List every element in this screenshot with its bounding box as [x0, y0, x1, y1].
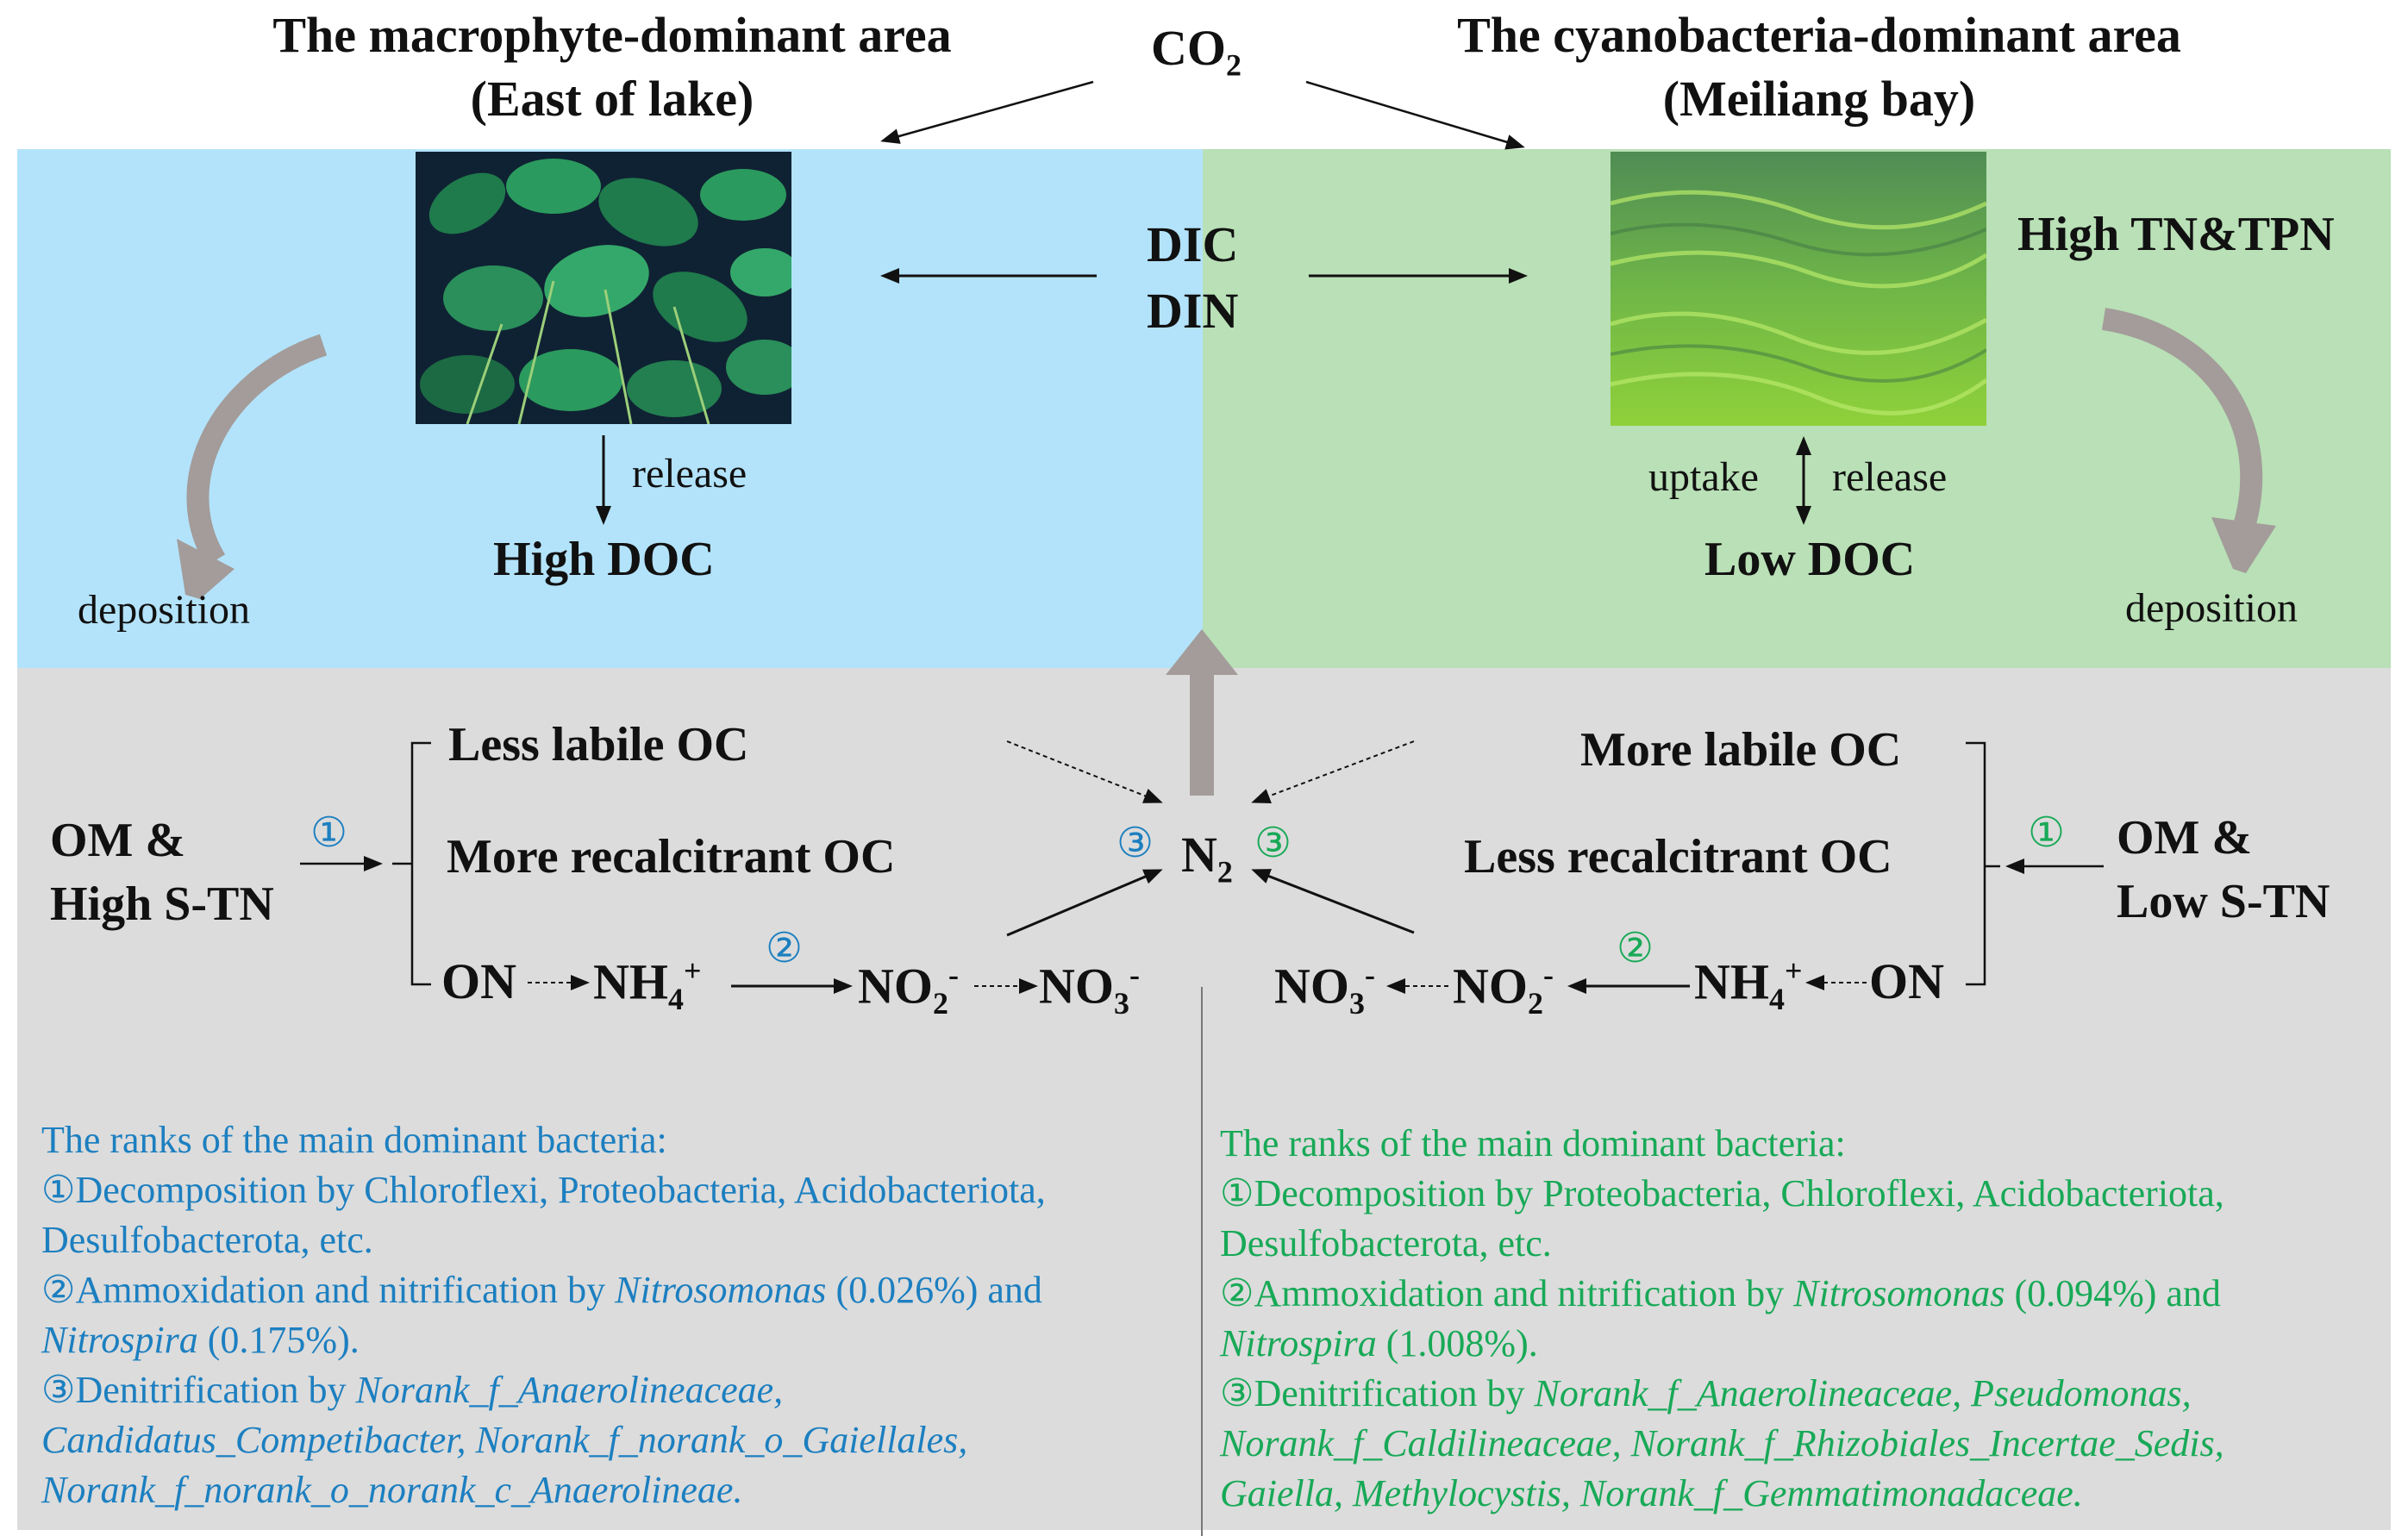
left-bacteria-panel: The ranks of the main dominant bacteria:…	[41, 1115, 1046, 1515]
right-panel-heading: The ranks of the main dominant bacteria:	[1220, 1122, 1846, 1164]
more-recalcitrant-oc-label: More recalcitrant OC	[447, 830, 896, 884]
co2-right-arrow	[1305, 80, 1525, 150]
high-tn-tpn-label: High TN&TPN	[2017, 208, 2335, 261]
labile-to-n2-right	[1251, 740, 1415, 804]
co2-label: CO2	[1151, 20, 1242, 83]
left-no2-label: NO2-	[858, 958, 959, 1021]
right-step2-marker: ②	[1617, 926, 1654, 971]
macrophyte-title-line2: (East of lake)	[470, 71, 754, 127]
right-deposition-label: deposition	[2125, 585, 2298, 631]
uptake-label: uptake	[1648, 454, 1759, 500]
cyanobacteria-area-title: The cyanobacteria-dominant area (Meilian…	[1397, 3, 2242, 131]
left-deposition-label: deposition	[78, 587, 250, 633]
cyanobacteria-photo	[1611, 152, 1986, 426]
macrophyte-title-line1: The macrophyte-dominant area	[272, 7, 952, 63]
right-release-label: release	[1832, 454, 1948, 500]
less-labile-oc-label: Less labile OC	[448, 718, 749, 771]
right-bacteria-panel: The ranks of the main dominant bacteria:…	[1220, 1119, 2224, 1519]
cyanobacteria-title-line2: (Meiliang bay)	[1662, 71, 1976, 127]
left-release-label: release	[632, 451, 747, 496]
left-on-label: ON	[441, 953, 516, 1009]
labile-to-n2-left	[1006, 740, 1163, 803]
right-on-label: ON	[1869, 953, 1944, 1009]
right-bracket	[1966, 741, 1986, 986]
right-no2-label: NO2-	[1453, 958, 1554, 1021]
left-panel-heading: The ranks of the main dominant bacteria:	[41, 1119, 667, 1161]
n2-label: N2	[1181, 827, 1233, 890]
left-nh4-label: NH4+	[593, 953, 702, 1016]
right-nh4-label: NH4+	[1694, 953, 1803, 1016]
dic-label: DIC	[1147, 216, 1239, 272]
macrophyte-photo	[416, 152, 791, 424]
left-bracket	[410, 741, 431, 986]
n2-step3-left-marker: ③	[1116, 821, 1154, 866]
n2-step3-right-marker: ③	[1254, 821, 1292, 866]
left-om-label: OM & High S-TN	[50, 814, 274, 931]
left-step2-marker: ②	[766, 926, 804, 971]
right-no3-label: NO3-	[1274, 958, 1375, 1021]
left-step1-marker: ①	[310, 810, 348, 856]
no3-to-n2-left	[1006, 869, 1163, 937]
din-label: DIN	[1147, 283, 1239, 339]
n2-upward-arrow	[1190, 675, 1214, 796]
deposition-arrow-left	[186, 334, 328, 566]
macrophyte-area-title: The macrophyte-dominant area (East of la…	[198, 3, 1026, 131]
right-om-label: OM & Low S-TN	[2117, 811, 2330, 928]
left-no3-label: NO3-	[1039, 958, 1140, 1021]
right-step1-marker: ①	[2028, 810, 2066, 856]
co2-left-arrow	[880, 80, 1094, 144]
deposition-arrow-right	[2101, 308, 2263, 539]
no3-to-n2-right	[1251, 869, 1415, 934]
less-recalcitrant-oc-label: Less recalcitrant OC	[1464, 830, 1892, 884]
more-labile-oc-label: More labile OC	[1580, 723, 1902, 777]
low-doc-label: Low DOC	[1704, 533, 1916, 586]
high-doc-label: High DOC	[493, 533, 715, 586]
cyanobacteria-title-line1: The cyanobacteria-dominant area	[1457, 7, 2181, 63]
